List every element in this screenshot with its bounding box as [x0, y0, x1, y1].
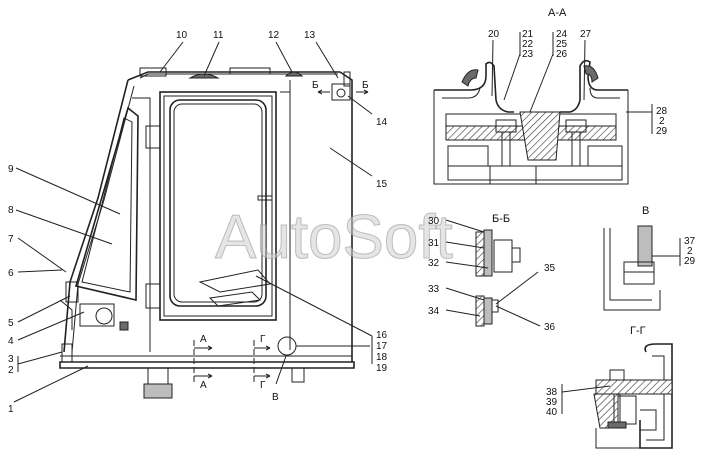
callout-labels: 1 2 3 4 5 6 7 8 9 10 11 12 13 14 15 16 1… [8, 29, 696, 418]
callout-37: 37 [684, 236, 696, 247]
callout-9: 9 [8, 164, 14, 175]
callout-30: 30 [428, 216, 440, 227]
cut-marker-a-right: А [200, 380, 207, 391]
callout-31: 31 [428, 238, 440, 249]
callout-40: 40 [546, 407, 558, 418]
view-v [603, 225, 681, 311]
callout-3: 3 [8, 354, 14, 365]
callout-4: 4 [8, 336, 14, 347]
callout-2: 2 [8, 365, 14, 376]
callout-32: 32 [428, 258, 440, 269]
callout-1: 1 [8, 404, 14, 415]
callout-2-aa: 2 [659, 116, 665, 127]
callout-6: 6 [8, 268, 14, 279]
cut-marker-a-left: А [200, 334, 207, 345]
callout-25: 25 [556, 39, 568, 50]
callout-21: 21 [522, 29, 534, 40]
view-marker-v: В [272, 392, 279, 403]
callout-24: 24 [556, 29, 568, 40]
callout-22: 22 [522, 39, 534, 50]
callout-39: 39 [546, 397, 558, 408]
callout-12: 12 [268, 30, 280, 41]
section-title-gg: Г-Г [630, 325, 646, 337]
section-bb-view [445, 219, 541, 327]
callout-34: 34 [428, 306, 440, 317]
callout-8: 8 [8, 205, 14, 216]
callout-18: 18 [376, 352, 388, 363]
callout-26: 26 [556, 49, 568, 60]
cut-marker-b-right: Б [362, 80, 369, 91]
main-leader-lines [13, 41, 373, 403]
section-title-v: В [642, 205, 649, 217]
section-title-bb: Б-Б [492, 213, 510, 225]
callout-13: 13 [304, 30, 316, 41]
callout-5: 5 [8, 318, 14, 329]
section-title-aa: А-А [548, 7, 567, 19]
section-gg-view [561, 343, 673, 449]
callout-15: 15 [376, 179, 388, 190]
callout-28: 28 [656, 106, 668, 117]
callout-33: 33 [428, 284, 440, 295]
callout-17: 17 [376, 341, 388, 352]
callout-19: 19 [376, 363, 388, 374]
section-aa-view [433, 32, 653, 185]
cut-marker-g-left: Г [260, 334, 266, 345]
callout-23: 23 [522, 49, 534, 60]
callout-16: 16 [376, 330, 388, 341]
callout-27: 27 [580, 29, 592, 40]
callout-2-v: 2 [687, 246, 693, 257]
callout-29: 29 [656, 126, 668, 137]
callout-7: 7 [8, 234, 14, 245]
callout-11: 11 [213, 30, 224, 41]
watermark: AutoSoft [215, 203, 453, 272]
callout-29-v: 29 [684, 256, 696, 267]
callout-35: 35 [544, 263, 556, 274]
callout-36: 36 [544, 322, 556, 333]
callout-10: 10 [176, 30, 188, 41]
callout-20: 20 [488, 29, 500, 40]
main-cabin-view [59, 67, 369, 399]
callout-38: 38 [546, 387, 558, 398]
cut-marker-b-left: Б [312, 80, 319, 91]
callout-14: 14 [376, 117, 388, 128]
cut-marker-g-right: Г [260, 380, 266, 391]
